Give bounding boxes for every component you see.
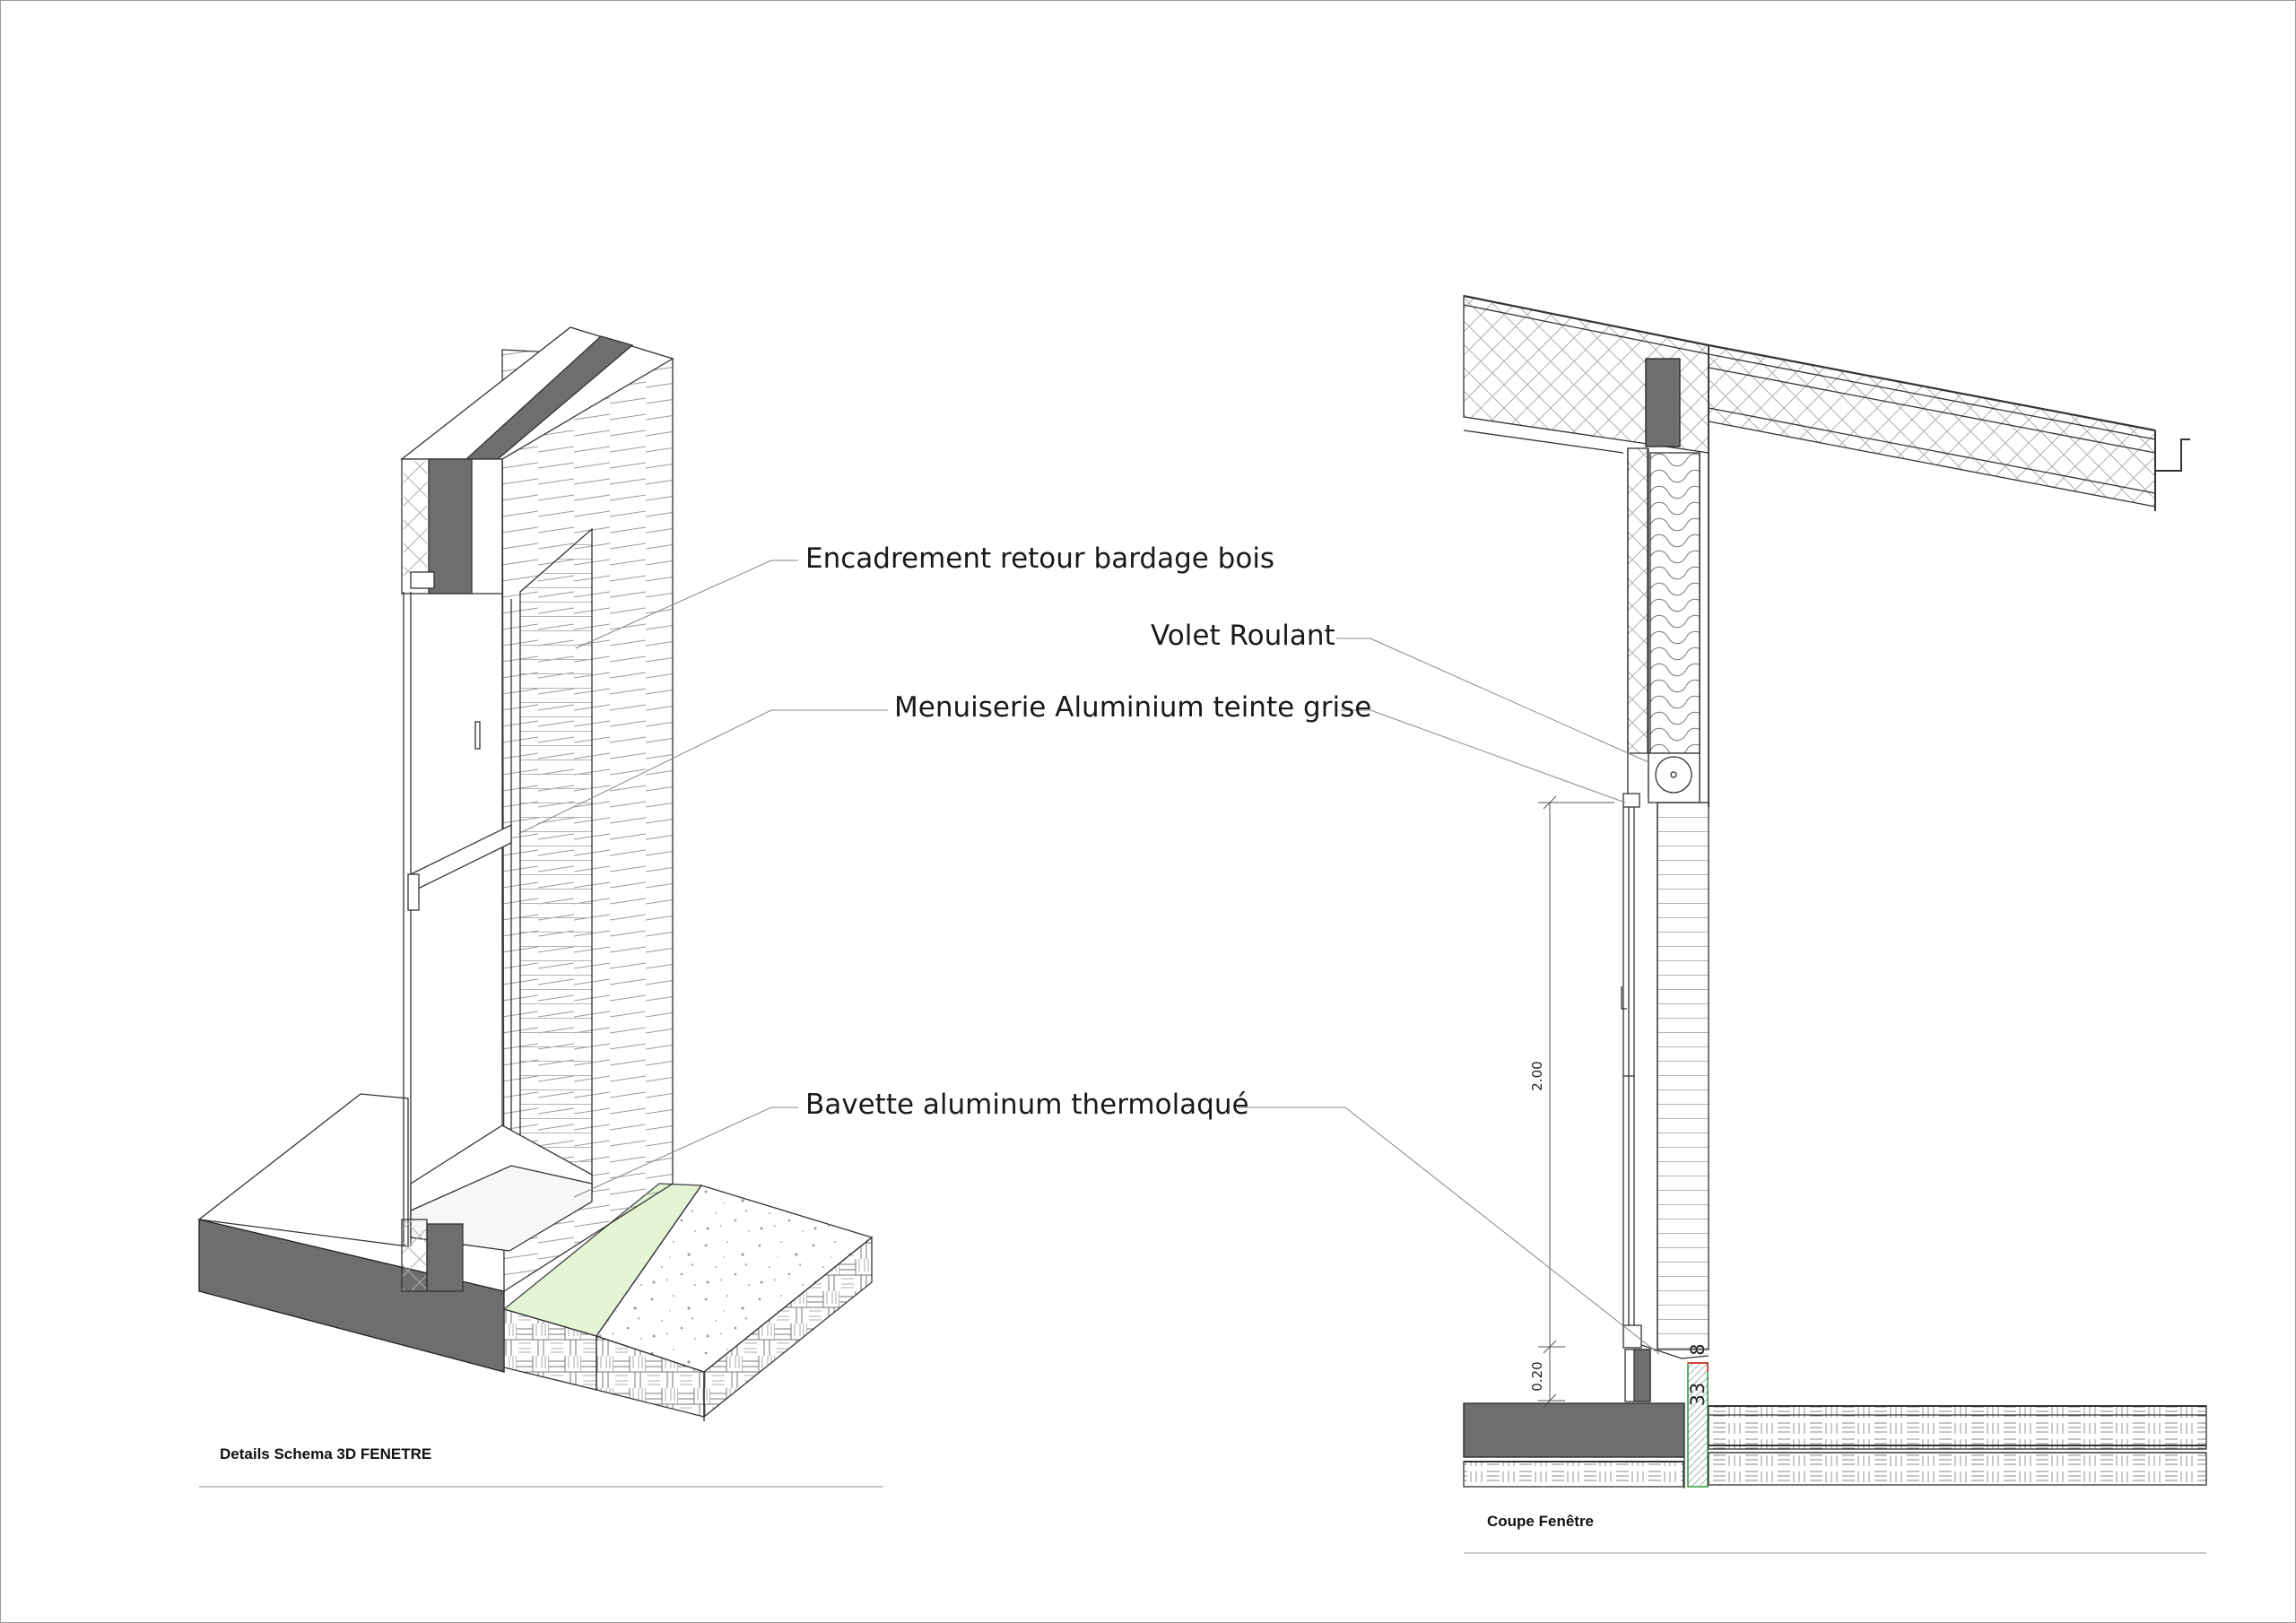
wall-insulation <box>1649 452 1700 754</box>
window-section <box>1463 294 2207 1488</box>
dim-window-height: 2.00 <box>1529 1061 1545 1090</box>
foundation-joist <box>1463 1461 1684 1488</box>
window-3d-schema <box>197 326 874 1421</box>
caption-3d-schema: Details Schema 3D FENETRE <box>220 1445 432 1462</box>
leader-volet <box>1336 638 1649 763</box>
roof-overhang <box>1708 344 2156 508</box>
header-beam <box>1645 358 1681 447</box>
window-reveal <box>519 527 593 1239</box>
head-dark-block <box>428 458 473 595</box>
right-leaders <box>1238 638 1660 1355</box>
section-cladding <box>1657 802 1709 1350</box>
label-volet-roulant: Volet Roulant <box>1151 620 1335 652</box>
gutter <box>2155 438 2190 472</box>
ground-beam <box>1463 1402 1685 1458</box>
leader-menuiserie <box>517 709 888 835</box>
dim-sill-height: 0.20 <box>1529 1361 1545 1391</box>
dim-small-b: 8 <box>1687 1343 1709 1355</box>
slab-top <box>197 1093 409 1247</box>
dim-small-a: 33 <box>1687 1383 1709 1407</box>
leader-bavette-right <box>1238 1107 1660 1355</box>
label-encadrement: Encadrement retour bardage bois <box>805 542 1275 575</box>
floor-section <box>1708 1405 2207 1450</box>
leader-menuiserie-right <box>1341 709 1626 803</box>
slab-edge-insulation <box>1687 1362 1709 1488</box>
leader-encadrement <box>575 560 798 649</box>
dimension-line <box>1538 795 1614 1408</box>
window-transom <box>410 823 512 894</box>
caption-section: Coupe Fenêtre <box>1487 1513 1595 1530</box>
lower-dark-block <box>426 1223 464 1292</box>
left-leaders <box>517 560 888 1198</box>
label-bavette: Bavette aluminum thermolaqué <box>805 1089 1249 1121</box>
leader-bavette <box>573 1107 798 1198</box>
window-handle <box>474 721 481 750</box>
section-handle <box>1621 986 1627 1010</box>
label-menuiserie: Menuiserie Aluminium teinte grise <box>894 691 1372 724</box>
